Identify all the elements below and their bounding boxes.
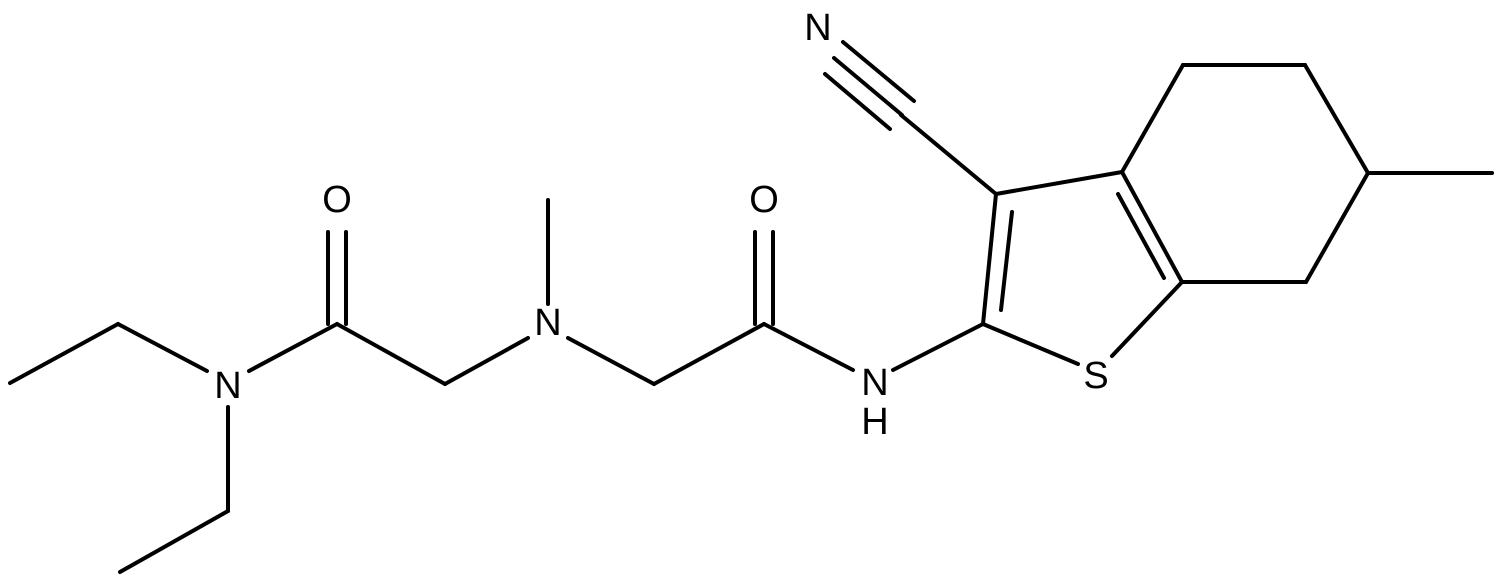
bond-ethyl1-ch2-n: [116, 322, 209, 373]
bond-ethyl1-ch3-ch2: [8, 322, 120, 385]
bond-c7a-s: [1110, 280, 1184, 358]
atom-label-nitrile-n: N: [804, 7, 831, 49]
atom-label-amide2-o: O: [749, 179, 779, 221]
second-amide-group: [652, 230, 985, 386]
atom-label-amine-n: N: [534, 302, 561, 344]
bond-cn-triple-b: [832, 56, 904, 117]
atom-label-thiophene-s: S: [1083, 355, 1108, 397]
bond-c6-c7: [1304, 171, 1370, 284]
n-methyl-amine-group: [546, 198, 656, 386]
atom-label-amide1-o: O: [322, 179, 352, 221]
cyclohexene-ring: [1120, 63, 1494, 284]
bond-c5-c6: [1303, 63, 1370, 175]
bond-cn-triple-c: [823, 72, 892, 131]
nitrile-group: [823, 40, 998, 196]
bond-carbonyl2-nh: [762, 322, 855, 372]
bond-ethyl2-ch2-ch3: [118, 509, 230, 574]
atom-label-amide2-nh-n: N: [861, 362, 888, 404]
diethylamide-group: [8, 230, 530, 574]
bond-n-carbonyl1: [247, 322, 339, 373]
bond-nh-thiophene-c2: [891, 322, 985, 372]
bond-amine-n-ch2: [566, 336, 656, 386]
bond-c3a-c4: [1120, 63, 1185, 174]
bond-s-c2: [981, 322, 1080, 366]
bond-c2-c3-inner: [999, 210, 1014, 312]
bond-c3-c3a: [994, 170, 1124, 196]
bond-c3-cn: [899, 113, 998, 196]
atom-label-amide2-nh-h: H: [861, 401, 888, 443]
bond-c3a-c7a-inner: [1116, 192, 1166, 280]
bond-cn-triple-a: [841, 40, 916, 103]
atom-label-amide1-n: N: [214, 365, 241, 407]
bond-ch2-amine-n: [443, 336, 530, 386]
bond-c3a-c7a: [1120, 170, 1184, 284]
bond-ch2-carbonyl2: [652, 322, 766, 386]
bond-c2-c3: [981, 192, 998, 326]
thiophene-ring: [981, 170, 1184, 366]
bond-carbonyl1-ch2: [335, 322, 447, 386]
